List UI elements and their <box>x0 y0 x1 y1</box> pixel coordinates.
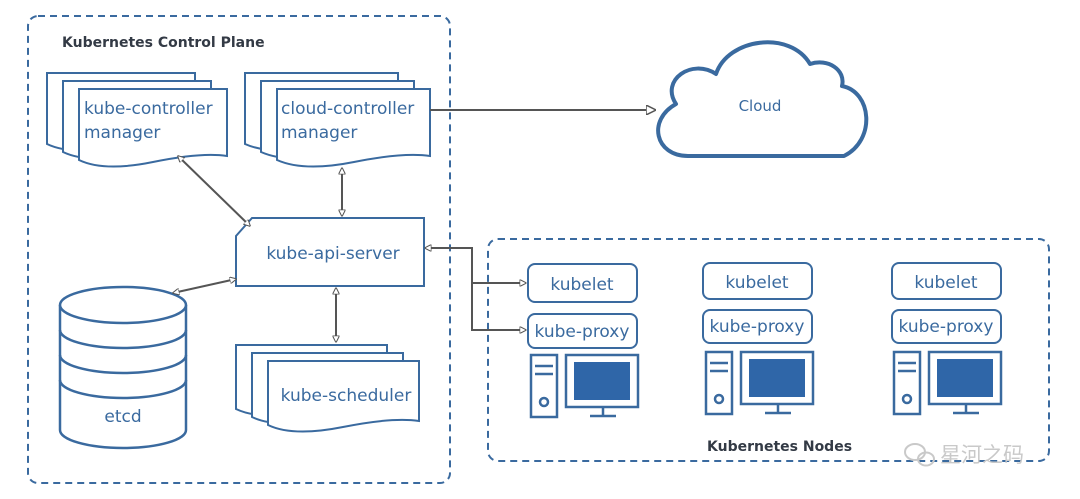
node-3-kubelet-label: kubelet <box>914 273 978 293</box>
kube-scheduler <box>235 344 420 433</box>
arrow-api-to-kubelet <box>425 248 526 283</box>
watermark: 星河之码 <box>904 443 1024 467</box>
node-3-kube-proxy-box <box>891 309 1002 344</box>
node-1-kube-proxy-box <box>527 313 638 349</box>
node-2-kubelet-label: kubelet <box>725 273 789 293</box>
watermark-text: 星河之码 <box>940 443 1024 467</box>
control-plane-connectors <box>173 110 655 342</box>
wechat-icon <box>904 443 935 467</box>
node-2-kube-proxy-label: kube-proxy <box>710 317 805 337</box>
node-1-kubelet-label: kubelet <box>550 275 614 295</box>
cloud-label: Cloud <box>739 97 782 115</box>
etcd-label: etcd <box>104 407 141 427</box>
node-2-kube-proxy-box <box>702 309 813 344</box>
node-2-computer-icon <box>704 350 815 416</box>
cloud-shape <box>656 40 869 158</box>
node-1-computer-icon <box>529 353 640 419</box>
arrow-etcd-to-api <box>173 279 236 293</box>
kube-api-server-label: kube-api-server <box>266 244 399 264</box>
cloud-controller-manager <box>244 72 431 168</box>
nodes-frame <box>487 238 1050 462</box>
node-3-kubelet-box <box>891 262 1002 300</box>
arrow-api-to-kube-proxy <box>471 283 526 330</box>
cloud-controller-manager-label-line1: cloud-controller <box>281 99 414 119</box>
node-1: kubelet kube-proxy <box>527 263 640 419</box>
arrow-controller-to-api <box>178 156 250 226</box>
kube-controller-manager-label-line1: kube-controller <box>84 99 213 119</box>
node-3: kubelet kube-proxy <box>891 262 1003 416</box>
kube-api-server <box>235 217 425 287</box>
etcd-database <box>58 285 188 450</box>
api-to-node-connectors <box>425 248 526 330</box>
cloud-controller-manager-label-line2: manager <box>281 123 357 143</box>
control-plane-title: Kubernetes Control Plane <box>62 35 265 51</box>
kube-controller-manager-label-line2: manager <box>84 123 160 143</box>
node-2: kubelet kube-proxy <box>702 262 815 416</box>
node-3-kube-proxy-label: kube-proxy <box>899 317 994 337</box>
kube-controller-manager <box>46 72 228 168</box>
kube-scheduler-label: kube-scheduler <box>281 386 412 406</box>
nodes-title: Kubernetes Nodes <box>707 439 852 455</box>
node-3-computer-icon <box>892 350 1003 416</box>
node-1-kube-proxy-label: kube-proxy <box>535 322 630 342</box>
node-1-kubelet-box <box>527 263 638 303</box>
node-2-kubelet-box <box>702 262 813 300</box>
